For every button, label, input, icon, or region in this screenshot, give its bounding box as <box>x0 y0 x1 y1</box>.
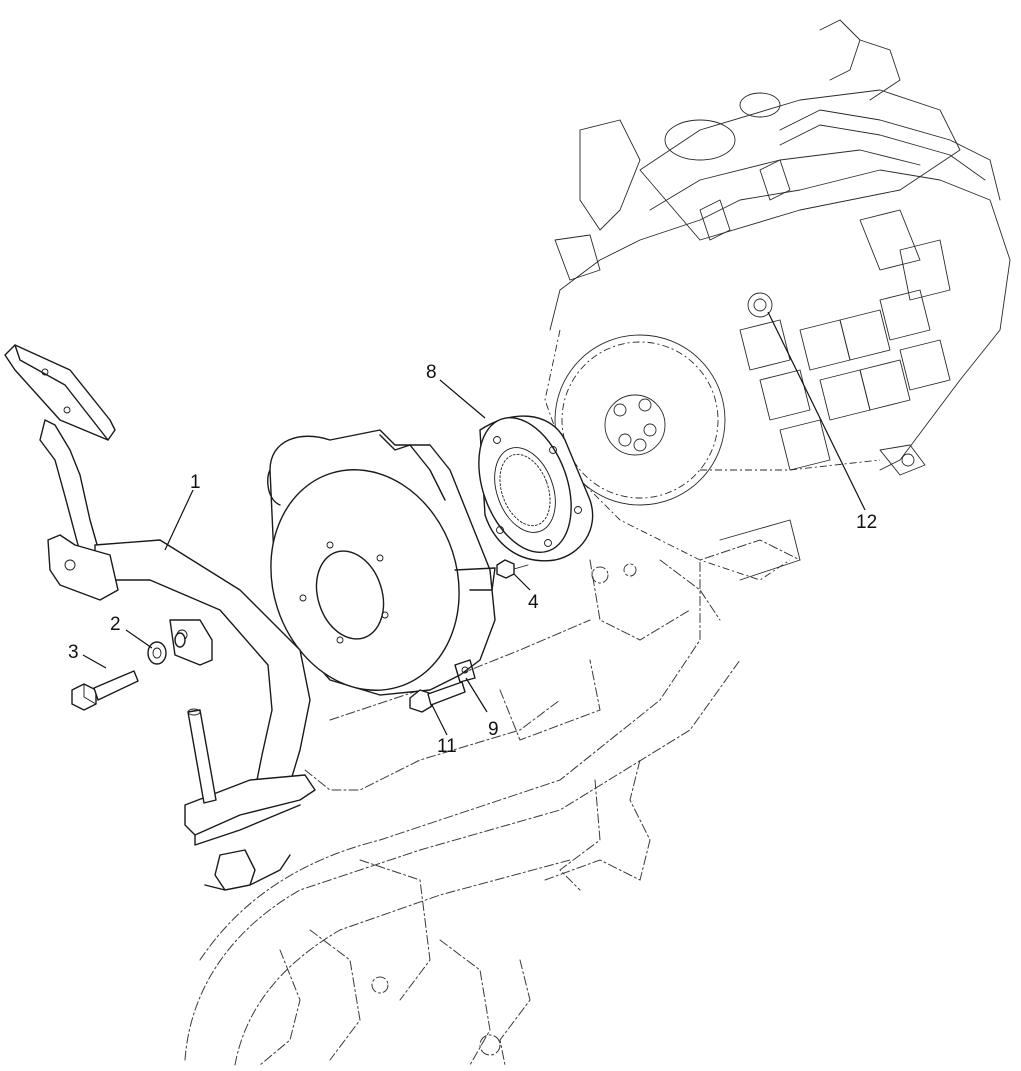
leader-lines <box>82 311 866 736</box>
bolt-11 <box>409 681 466 713</box>
leader-4 <box>513 573 531 591</box>
callout-1: 1 <box>190 472 201 493</box>
leader-11 <box>431 704 448 736</box>
bell-housing <box>267 429 496 696</box>
leader-9 <box>465 677 488 713</box>
washer-2 <box>147 632 186 665</box>
callout-12: 12 <box>856 512 877 533</box>
callout-2: 2 <box>110 614 121 635</box>
engine-block <box>544 19 1011 581</box>
callout-11: 11 <box>437 736 457 757</box>
callout-8: 8 <box>426 362 437 383</box>
bolt-3 <box>71 670 139 711</box>
leader-8 <box>439 379 486 419</box>
pedal-lever <box>4 344 316 846</box>
callout-3: 3 <box>68 642 79 663</box>
callout-labels: 1 2 3 4 8 9 11 12 <box>68 362 877 757</box>
callout-4: 4 <box>528 592 539 613</box>
leader-2 <box>125 629 153 649</box>
leader-12 <box>767 311 866 511</box>
leader-3 <box>82 654 107 669</box>
coupler-plate <box>478 415 594 562</box>
leader-1 <box>164 489 194 551</box>
pin-and-isolator <box>187 708 291 891</box>
nut-4 <box>496 559 529 579</box>
chassis-frame-phantom <box>184 539 801 1066</box>
callout-9: 9 <box>488 719 499 740</box>
